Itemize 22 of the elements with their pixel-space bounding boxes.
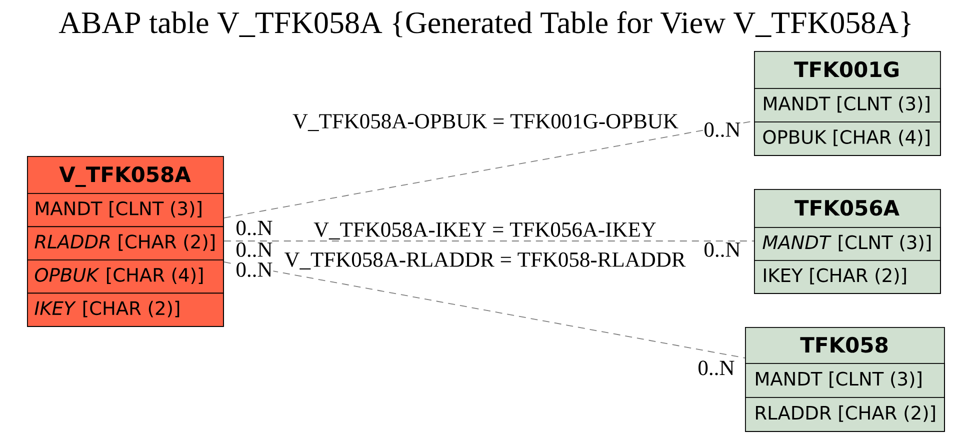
title: ABAP table V_TFK058A {Generated Table for View V_TFK058A}	[58, 11, 911, 38]
cardinality-label: 0..N	[703, 242, 742, 258]
table-row: MANDT [CLNT (3)]	[27, 192, 224, 228]
table-row: MANDT [CLNT (3)]	[754, 88, 941, 122]
cardinality-label: 0..N	[697, 360, 736, 376]
table-row: MANDT [CLNT (3)]	[745, 362, 945, 398]
table-row: IKEY [CHAR (2)]	[27, 292, 224, 327]
cardinality-label: 0..N	[235, 220, 274, 236]
edge-label: V_TFK058A-IKEY = TFK056A-IKEY	[313, 222, 657, 240]
cardinality-label: 0..N	[235, 262, 274, 278]
table-row: RLADDR [CHAR (2)]	[745, 396, 945, 432]
connector-line	[223, 262, 746, 358]
table-row: OPBUK [CHAR (4)]	[27, 260, 224, 294]
connector-line	[223, 240, 754, 242]
table-row: OPBUK [CHAR (4)]	[754, 121, 941, 156]
table-row: IKEY [CHAR (2)]	[754, 260, 941, 294]
table-row: MANDT [CLNT (3)]	[754, 227, 941, 261]
edge-label: V_TFK058A-RLADDR = TFK058-RLADDR	[284, 252, 686, 270]
cardinality-label: 0..N	[235, 242, 274, 258]
edge-label: V_TFK058A-OPBUK = TFK001G-OPBUK	[292, 114, 679, 132]
table-row: RLADDR [CHAR (2)]	[27, 226, 224, 260]
cardinality-label: 0..N	[703, 122, 742, 138]
